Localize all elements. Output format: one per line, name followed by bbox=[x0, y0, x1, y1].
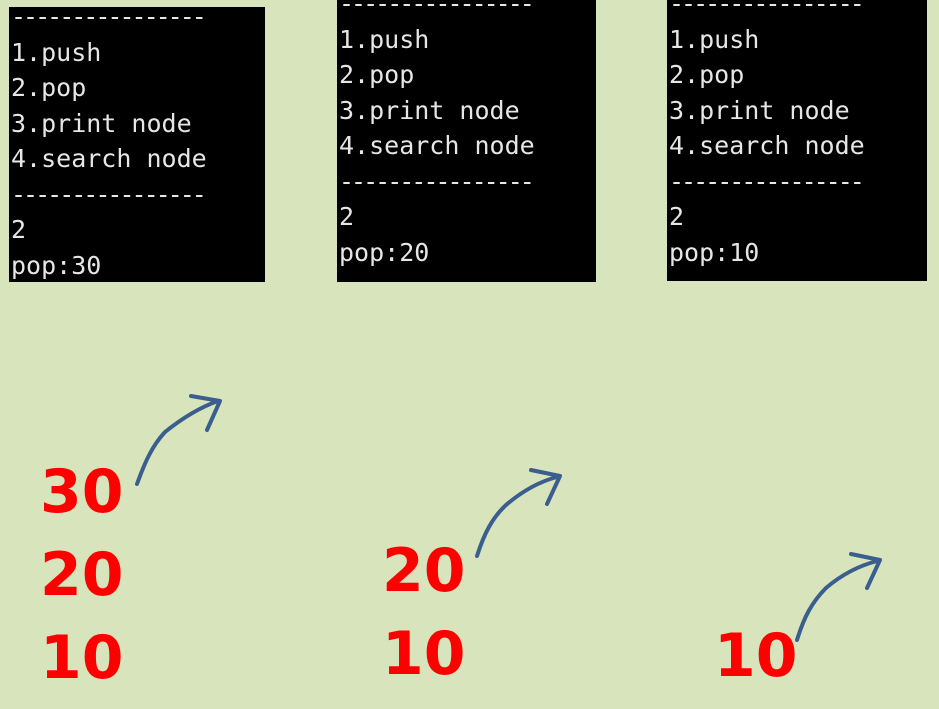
stack-1-item-bottom: 10 bbox=[40, 623, 124, 693]
console-output: pop:10 bbox=[669, 237, 760, 267]
separator-bottom: ---------------- bbox=[339, 166, 535, 196]
console-output: pop:30 bbox=[11, 250, 102, 280]
stack-1-item-top: 30 bbox=[40, 457, 124, 527]
console-window-2: ---------------- 1.push 2.pop 3.print no… bbox=[337, 0, 596, 282]
separator-top: ---------------- bbox=[669, 0, 865, 18]
console-window-3: ---------------- 1.push 2.pop 3.print no… bbox=[667, 0, 927, 281]
menu-item-print-node: 3.print node bbox=[339, 95, 520, 125]
separator-top: ---------------- bbox=[11, 7, 207, 31]
pop-arrow-icon bbox=[795, 552, 882, 642]
console-input: 2 bbox=[339, 202, 355, 231]
menu-item-push: 1.push bbox=[669, 24, 760, 54]
stack-3-item-top: 10 bbox=[714, 621, 798, 691]
console-window-1: ---------------- 1.push 2.pop 3.print no… bbox=[9, 7, 265, 282]
menu-item-pop: 2.pop bbox=[11, 73, 87, 102]
console-input: 2 bbox=[11, 215, 27, 244]
menu-item-push: 1.push bbox=[11, 37, 102, 67]
console-output: pop:20 bbox=[339, 237, 430, 267]
menu-item-search-node: 4.search node bbox=[669, 131, 865, 160]
menu-item-search-node: 4.search node bbox=[339, 131, 535, 160]
separator-bottom: ---------------- bbox=[11, 179, 207, 209]
console-input: 2 bbox=[669, 202, 685, 231]
stack-2-item-bottom: 10 bbox=[382, 619, 466, 689]
menu-item-print-node: 3.print node bbox=[11, 108, 192, 138]
menu-item-pop: 2.pop bbox=[669, 60, 745, 89]
separator-top: ---------------- bbox=[339, 0, 535, 18]
menu-item-print-node: 3.print node bbox=[669, 95, 850, 125]
menu-item-pop: 2.pop bbox=[339, 60, 415, 89]
pop-arrow-icon bbox=[135, 394, 222, 486]
stack-1-item-middle: 20 bbox=[40, 540, 124, 610]
menu-item-push: 1.push bbox=[339, 24, 430, 54]
menu-item-search-node: 4.search node bbox=[11, 144, 207, 173]
pop-arrow-icon bbox=[475, 468, 562, 558]
stack-2-item-top: 20 bbox=[382, 536, 466, 606]
separator-bottom: ---------------- bbox=[669, 166, 865, 196]
